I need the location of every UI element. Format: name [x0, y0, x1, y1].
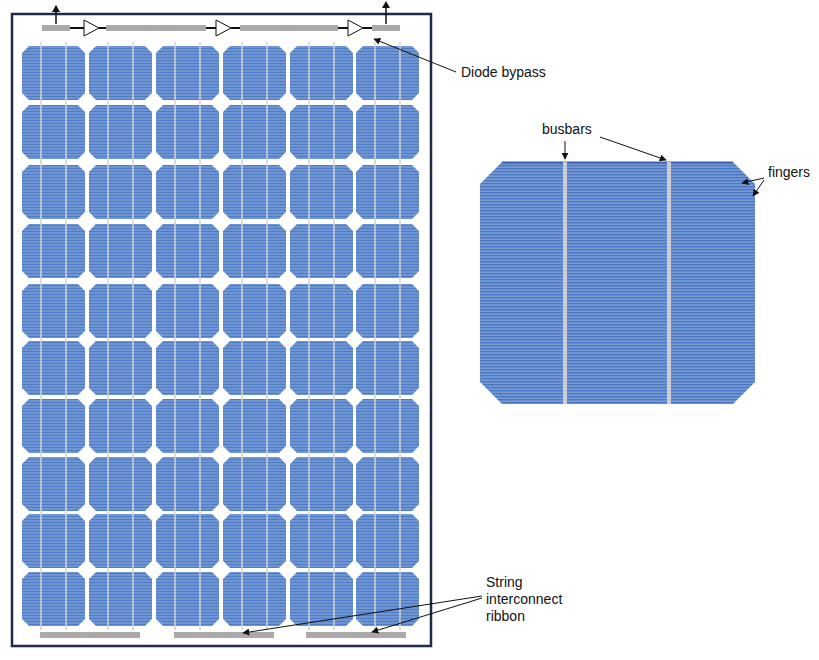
panel-frame: [12, 14, 431, 646]
solar-cell: [290, 224, 353, 278]
solar-cell: [290, 341, 353, 395]
solar-cell: [156, 572, 219, 626]
solar-cell: [156, 165, 219, 219]
busbar-line: [174, 42, 176, 630]
solar-cell: [156, 224, 219, 278]
solar-cell: [356, 224, 419, 278]
solar-cell: [22, 224, 85, 278]
solar-cell: [89, 46, 152, 100]
callout-label: busbars: [542, 121, 592, 138]
solar-cell: [89, 105, 152, 159]
solar-cell: [89, 457, 152, 511]
leader-lines: [243, 39, 764, 633]
solar-cell: [356, 399, 419, 453]
solar-cell: [89, 165, 152, 219]
solar-cell: [89, 284, 152, 338]
solar-cell: [356, 341, 419, 395]
solar-cell: [223, 105, 286, 159]
solar-cell: [356, 46, 419, 100]
solar-cell: [89, 572, 152, 626]
solar-cell: [156, 457, 219, 511]
solar-cell: [290, 284, 353, 338]
interconnect-ribbons: [40, 632, 406, 638]
solar-cell: [156, 399, 219, 453]
busbar-line: [199, 42, 201, 630]
busbar-line: [241, 42, 243, 630]
solar-cell: [356, 514, 419, 568]
solar-cell: [290, 514, 353, 568]
solar-cell: [223, 457, 286, 511]
solar-cell: [223, 341, 286, 395]
solar-cell: [223, 165, 286, 219]
solar-cell: [356, 572, 419, 626]
solar-cell: [356, 165, 419, 219]
solar-cell: [290, 399, 353, 453]
solar-cell: [223, 572, 286, 626]
solar-cell: [22, 341, 85, 395]
solar-cell: [290, 165, 353, 219]
solar-cell: [156, 46, 219, 100]
busbar-line: [65, 42, 67, 630]
busbar-line: [132, 42, 134, 630]
solar-cell: [290, 457, 353, 511]
enlarged-cell: [480, 162, 755, 404]
solar-cell: [22, 284, 85, 338]
solar-cell: [156, 514, 219, 568]
solar-cell: [22, 514, 85, 568]
busbar-line: [266, 42, 268, 630]
solar-cell: [223, 224, 286, 278]
solar-cell: [22, 165, 85, 219]
solar-cell: [22, 46, 85, 100]
busbar-line: [40, 42, 42, 630]
busbar-line: [333, 42, 335, 630]
solar-cell: [156, 105, 219, 159]
solar-cell: [22, 399, 85, 453]
busbar-line: [399, 42, 401, 630]
solar-cell: [22, 105, 85, 159]
solar-cell: [156, 284, 219, 338]
cell-busbars: [41, 42, 400, 630]
solar-cell: [22, 457, 85, 511]
busbar-line: [308, 42, 310, 630]
solar-cell: [89, 224, 152, 278]
solar-cell: [223, 399, 286, 453]
solar-cell: [89, 341, 152, 395]
solar-cell: [356, 284, 419, 338]
busbar-line: [107, 42, 109, 630]
solar-cell: [22, 572, 85, 626]
callout-label: String interconnect ribbon: [486, 574, 566, 624]
solar-cell: [223, 514, 286, 568]
solar-cell: [290, 105, 353, 159]
busbar-line: [374, 42, 376, 630]
cell-grid: [22, 46, 419, 626]
solar-cell: [290, 46, 353, 100]
solar-cell: [156, 341, 219, 395]
solar-cell: [223, 46, 286, 100]
solar-cell: [356, 457, 419, 511]
callout-label: fingers: [768, 164, 810, 181]
solar-cell: [356, 105, 419, 159]
solar-cell: [223, 284, 286, 338]
callout-label: Diode bypass: [461, 64, 546, 81]
diode-bypass-row: [42, 1, 400, 36]
solar-cell: [89, 399, 152, 453]
solar-cell: [89, 514, 152, 568]
